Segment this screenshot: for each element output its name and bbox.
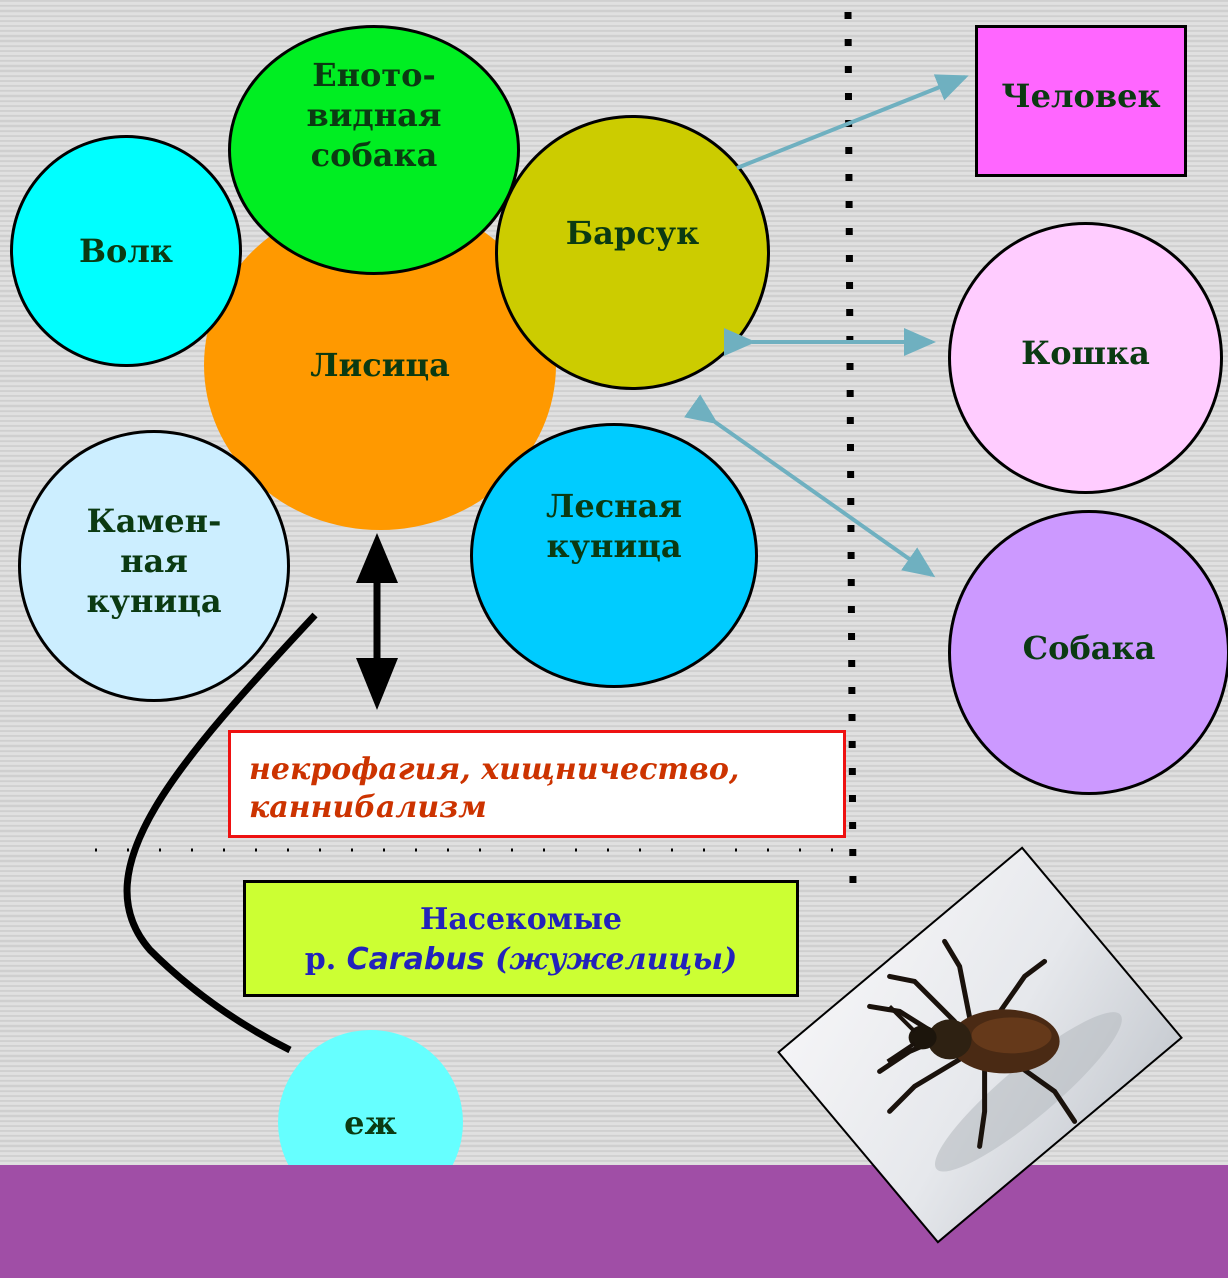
- insects-genus: Carabus: [346, 942, 485, 977]
- dog-node: Собака: [948, 510, 1228, 795]
- hedgehog-label: еж: [344, 1103, 397, 1142]
- relations-box: некрофагия, хищничество, каннибализм: [228, 730, 846, 838]
- hedgehog-link-curve: [123, 612, 318, 1054]
- badger-label: Барсук: [565, 213, 700, 252]
- dog-label: Собака: [1022, 628, 1156, 667]
- insects-line-2: р. Carabus (жужелицы): [246, 940, 796, 980]
- raccoon-dog-label: Еното- видная собака: [306, 56, 442, 174]
- stone-marten-node: Камен- ная куница: [18, 430, 290, 702]
- insects-prefix: р.: [304, 942, 347, 977]
- footer-bar: [0, 1165, 1228, 1278]
- human-node: Человек: [975, 25, 1187, 177]
- cat-node: Кошка: [948, 222, 1223, 494]
- wolf-label: Волк: [78, 232, 174, 270]
- arrow-group-dog: [684, 394, 936, 578]
- cat-label: Кошка: [1021, 334, 1150, 372]
- ground-beetle-photo: [777, 846, 1183, 1244]
- arrow-badger-human: [736, 74, 969, 170]
- raccoon-dog-node: Еното- видная собака: [228, 25, 520, 275]
- fox-label: Лисица: [310, 346, 450, 384]
- vertical-dotted-separator: [844, 11, 857, 891]
- relations-line-1: некрофагия, хищничество,: [249, 752, 740, 787]
- arrow-fox-relations: [356, 533, 398, 710]
- human-label: Человек: [1001, 77, 1161, 115]
- stone-marten-label: Камен- ная куница: [86, 502, 222, 620]
- beetle-icon: [867, 938, 1122, 1172]
- insects-line-1: Насекомые: [419, 902, 623, 937]
- insects-suffix: (жужелицы): [484, 942, 738, 977]
- insects-box: Насекомые р. Carabus (жужелицы): [243, 880, 799, 997]
- pine-marten-label: Лесная куница: [546, 486, 682, 565]
- relations-line-2: каннибализм: [249, 790, 487, 825]
- wolf-node: Волк: [10, 135, 242, 367]
